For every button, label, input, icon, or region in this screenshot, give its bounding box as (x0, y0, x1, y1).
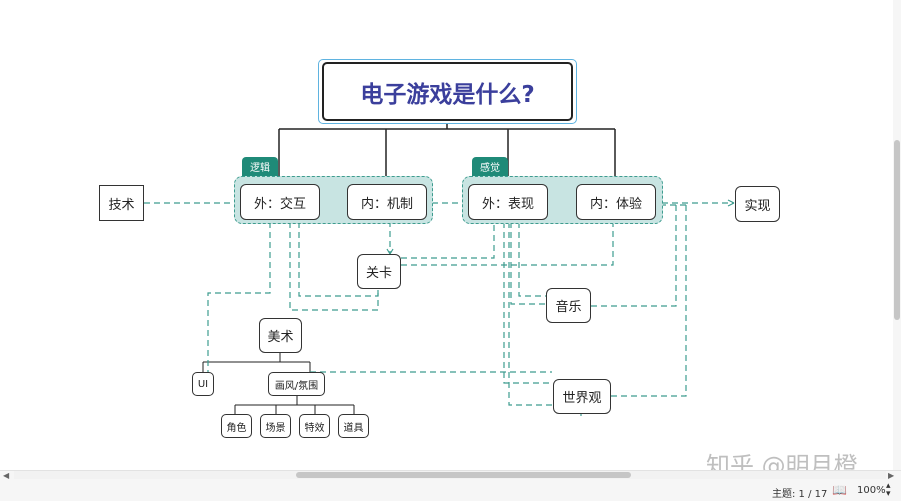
central-topic-label: 电子游戏是什么? (360, 81, 535, 108)
topic-counter: 主题: 1 / 17 (772, 489, 828, 500)
node-inner-experience[interactable]: 内：体验 (576, 184, 656, 220)
node-props[interactable]: 道具 (338, 414, 369, 438)
scroll-left-icon[interactable]: ◀ (3, 471, 10, 480)
node-level[interactable]: 关卡 (357, 254, 401, 289)
node-outer-interact[interactable]: 外：交互 (240, 184, 320, 220)
badge-feel: 感觉 (472, 157, 508, 176)
status-bar: ◀ ▶ 主题: 1 / 17 📖 100% ▴▾ (0, 470, 901, 501)
node-ui[interactable]: UI (192, 372, 214, 396)
node-music[interactable]: 音乐 (546, 288, 591, 323)
art-tree-lines (202, 353, 355, 414)
node-art[interactable]: 美术 (259, 318, 302, 353)
node-character[interactable]: 角色 (221, 414, 252, 438)
scroll-right-icon[interactable]: ▶ (888, 471, 895, 480)
book-icon[interactable]: 📖 (832, 483, 847, 497)
node-realize[interactable]: 实现 (735, 186, 780, 222)
node-tech[interactable]: 技术 (99, 185, 144, 221)
horizontal-scrollbar[interactable] (14, 471, 886, 479)
node-scene[interactable]: 场景 (260, 414, 291, 438)
node-worldview[interactable]: 世界观 (553, 379, 611, 414)
tree-lines (278, 123, 616, 184)
node-effects[interactable]: 特效 (299, 414, 330, 438)
node-inner-mechanism[interactable]: 内：机制 (347, 184, 427, 220)
mind-map-canvas[interactable]: 电子游戏是什么? 逻辑 感觉 外：交互 内：机制 外：表现 内：体验 技术 实现… (0, 0, 901, 480)
node-outer-present[interactable]: 外：表现 (468, 184, 548, 220)
zoom-level[interactable]: 100% (857, 485, 886, 496)
badge-logic: 逻辑 (242, 157, 278, 176)
vertical-scroll-thumb[interactable] (894, 140, 900, 320)
node-style[interactable]: 画风/氛围 (268, 372, 325, 396)
dashed-relations (144, 199, 735, 416)
zoom-toggle-icon[interactable]: ▴▾ (886, 481, 891, 499)
central-topic[interactable]: 电子游戏是什么? (322, 62, 573, 121)
horizontal-scroll-thumb[interactable] (296, 472, 631, 478)
